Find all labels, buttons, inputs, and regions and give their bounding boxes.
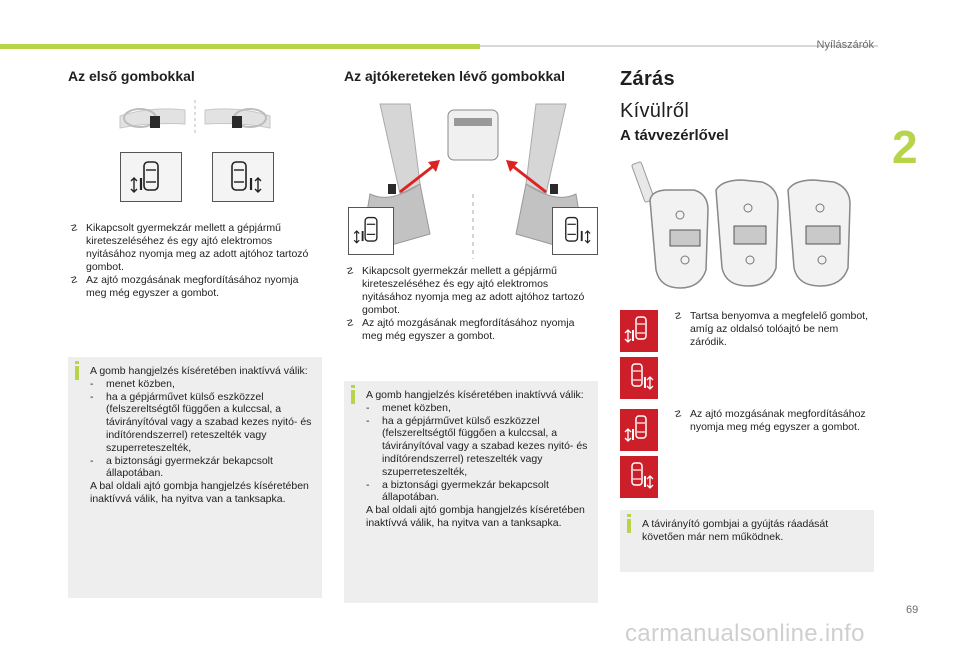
left-door-button (120, 152, 182, 202)
col3-title: Zárás (620, 68, 675, 90)
col1-bullets: ☡Kikapcsolt gyermekzár mellett a gépjárm… (68, 222, 318, 300)
left-frame-door-button (348, 207, 394, 255)
info-icon (75, 361, 79, 380)
col1-heading: Az első gombokkal (68, 68, 195, 84)
page-number: 69 (906, 604, 919, 616)
right-frame-door-button (552, 207, 598, 255)
col3-subtitle: Kívülről (620, 100, 690, 122)
door-open-right-icon (231, 161, 262, 193)
col2-heading: Az ajtókereteken lévő gombokkal (344, 68, 565, 84)
door-close-right-icon (631, 363, 654, 390)
header-accent-bar (0, 44, 480, 49)
info-icon (627, 514, 631, 533)
door-reverse-left-icon (624, 415, 647, 442)
col2-bullet-2: ☡Az ajtó mozgásának megfordításához nyom… (346, 317, 575, 342)
col1-info-box: A gomb hangjelzés kíséretében inaktívvá … (68, 357, 322, 598)
col3-bullet-1: ☡Tartsa benyomva a megfelelő gombot, amí… (674, 310, 869, 348)
frame-door-open-right-icon (565, 216, 591, 244)
col1-bullet-1: ☡Kikapcsolt gyermekzár mellett a gépjárm… (70, 222, 309, 273)
right-door-button (212, 152, 274, 202)
col2-bullet-1: ☡Kikapcsolt gyermekzár mellett a gépjárm… (346, 265, 585, 316)
col3-subheading: A távvezérlővel (620, 127, 729, 144)
info-icon (351, 385, 355, 404)
dashboard-illustration (119, 100, 271, 136)
col2-bullets: ☡Kikapcsolt gyermekzár mellett a gépjárm… (344, 265, 596, 343)
col3-bullet-2: ☡Az ajtó mozgásának megfordításához nyom… (674, 408, 866, 433)
col2-info-box: A gomb hangjelzés kíséretében inaktívvá … (344, 381, 598, 603)
frame-door-open-left-icon (353, 216, 378, 244)
watermark: carmanualsonline.info (625, 620, 865, 647)
door-reverse-right-icon (631, 462, 654, 489)
chapter-number: 2 (892, 121, 918, 173)
section-name: Nyílászárók (816, 39, 874, 51)
remote-keys-illustration (631, 161, 851, 289)
col1-bullet-2: ☡Az ajtó mozgásának megfordításához nyom… (70, 274, 299, 299)
col3-info-box: A távirányító gombjai a gyújtás ráadását… (620, 510, 874, 572)
door-close-left-icon (624, 316, 647, 343)
header-rule (480, 45, 878, 47)
door-open-left-icon (130, 161, 159, 193)
